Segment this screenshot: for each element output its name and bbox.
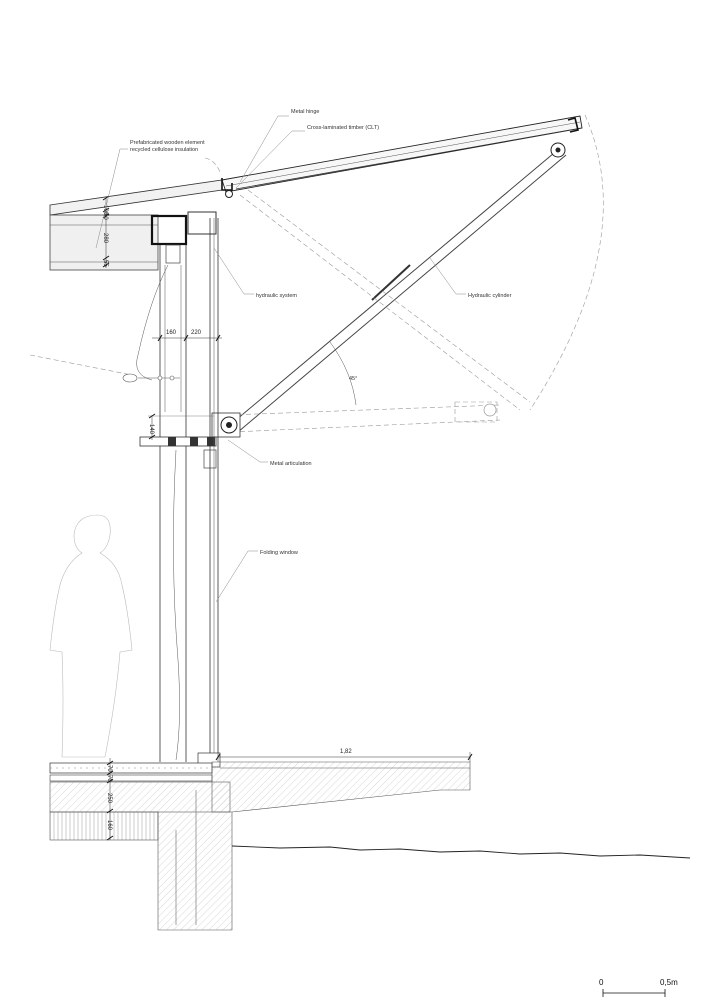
fixed-roof-element xyxy=(49,179,223,271)
opening-roof-panel xyxy=(221,115,583,193)
column xyxy=(159,244,187,762)
label-folding-window: Folding window xyxy=(260,550,298,556)
cantilever-slab xyxy=(211,761,471,813)
dim-roof-280: 280 xyxy=(102,233,108,244)
height-dimension: 140 xyxy=(148,413,214,440)
label-metal-articulation: Metal articulation xyxy=(270,461,312,467)
foundation xyxy=(157,812,233,931)
metal-hinge-detail xyxy=(221,178,233,191)
metal-articulation xyxy=(211,412,241,438)
label-metal-hinge: Metal hinge xyxy=(291,109,319,115)
dim-width-220: 220 xyxy=(191,330,202,336)
folding-window xyxy=(197,218,221,768)
angle-label: 45° xyxy=(349,376,357,382)
floor-slab xyxy=(49,762,231,841)
dim-slab-160: 160 xyxy=(106,820,112,831)
dim-slab-70a: 70 xyxy=(106,765,112,772)
annotation-leaders xyxy=(95,115,466,603)
column-width-dimensions: 160 220 xyxy=(152,330,222,342)
dim-roof-55: 55 xyxy=(102,260,108,267)
scale-start: 0 xyxy=(599,978,604,987)
dim-roof-50: 50 xyxy=(102,213,108,220)
label-clt: Cross-laminated timber (CLT) xyxy=(307,125,379,131)
closed-position-dashed xyxy=(29,189,531,433)
ground-line xyxy=(231,845,691,859)
hydraulic-pipe xyxy=(136,264,169,381)
pump-unit xyxy=(122,373,180,383)
label-hydraulic-cylinder: Hydraulic cylinder xyxy=(468,293,512,299)
sweep-arc xyxy=(529,114,604,411)
human-silhouette xyxy=(49,514,133,758)
label-prefab-line1: Prefabricated wooden element xyxy=(130,140,205,146)
dim-slab-70b: 70 xyxy=(106,775,112,782)
dim-height-140: 140 xyxy=(148,424,154,435)
dim-width-160: 160 xyxy=(166,330,177,336)
hydraulic-cylinder xyxy=(229,142,567,433)
cantilever-dimension: 1,82 xyxy=(215,749,473,762)
label-hydraulic-system: hydraulic system xyxy=(256,293,297,299)
slab-dimensions: 70 70 250 160 xyxy=(106,758,114,841)
angle-arc xyxy=(329,341,357,406)
horizontal-beam xyxy=(139,436,217,469)
dim-slab-250: 250 xyxy=(106,793,112,804)
scale-bar: 0 0,5m xyxy=(599,978,678,997)
dim-cantilever: 1,82 xyxy=(340,749,352,755)
label-prefab-line2: recycled cellulose insulation xyxy=(130,147,198,153)
scale-end: 0,5m xyxy=(660,978,678,987)
steel-box-beam xyxy=(150,214,188,246)
